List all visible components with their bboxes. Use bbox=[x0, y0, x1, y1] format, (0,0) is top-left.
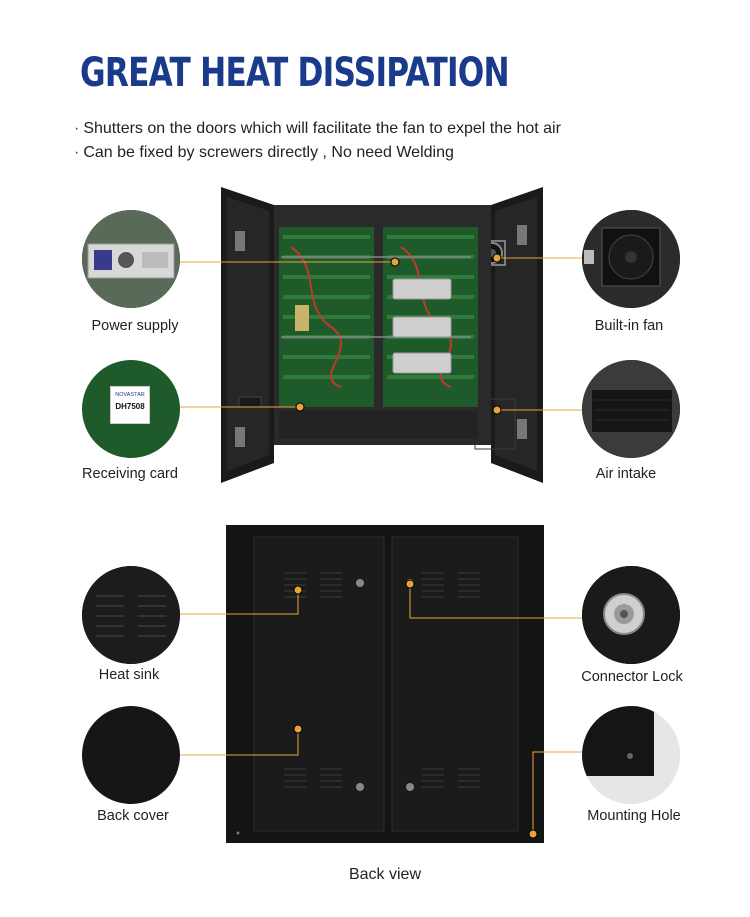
mounting-hole-photo bbox=[582, 706, 680, 804]
back-cover-label: Back cover bbox=[97, 808, 169, 824]
heat-sink-label: Heat sink bbox=[98, 667, 160, 683]
mounting-hole-label: Mounting Hole bbox=[587, 808, 681, 824]
card-chip-model: DH7508 bbox=[115, 402, 145, 411]
receiving-card-chip: NOVASTAR DH7508 bbox=[110, 386, 150, 424]
builtin-fan-label: Built-in fan bbox=[594, 318, 664, 334]
air-intake-label: Air intake bbox=[595, 466, 657, 482]
back-panel-image bbox=[226, 525, 544, 843]
power-supply-label: Power supply bbox=[91, 318, 179, 334]
open-cabinet-image bbox=[221, 187, 543, 483]
receiving-card-photo: NOVASTAR DH7508 bbox=[82, 360, 180, 458]
heat-sink-photo bbox=[82, 566, 180, 664]
bullet-text: Shutters on the doors which will facilit… bbox=[83, 120, 561, 137]
connector-lock-label: Connector Lock bbox=[581, 669, 683, 685]
builtin-fan-photo bbox=[582, 210, 680, 308]
feature-bullet-1: ·Shutters on the doors which will facili… bbox=[74, 120, 561, 138]
back-view-caption: Back view bbox=[348, 866, 422, 883]
bullet-marker: · bbox=[74, 144, 80, 161]
power-supply-photo bbox=[82, 210, 180, 308]
back-cover-photo bbox=[82, 706, 180, 804]
receiving-card-label: Receiving card bbox=[82, 466, 178, 482]
feature-bullet-2: ·Can be fixed by screwers directly , No … bbox=[74, 144, 454, 162]
page-title: GREAT HEAT DISSIPATION bbox=[80, 50, 510, 96]
bullet-marker: · bbox=[74, 120, 80, 137]
bullet-text: Can be fixed by screwers directly , No n… bbox=[83, 144, 454, 161]
air-intake-photo bbox=[582, 360, 680, 458]
card-chip-brand: NOVASTAR bbox=[115, 392, 145, 398]
connector-lock-photo bbox=[582, 566, 680, 664]
